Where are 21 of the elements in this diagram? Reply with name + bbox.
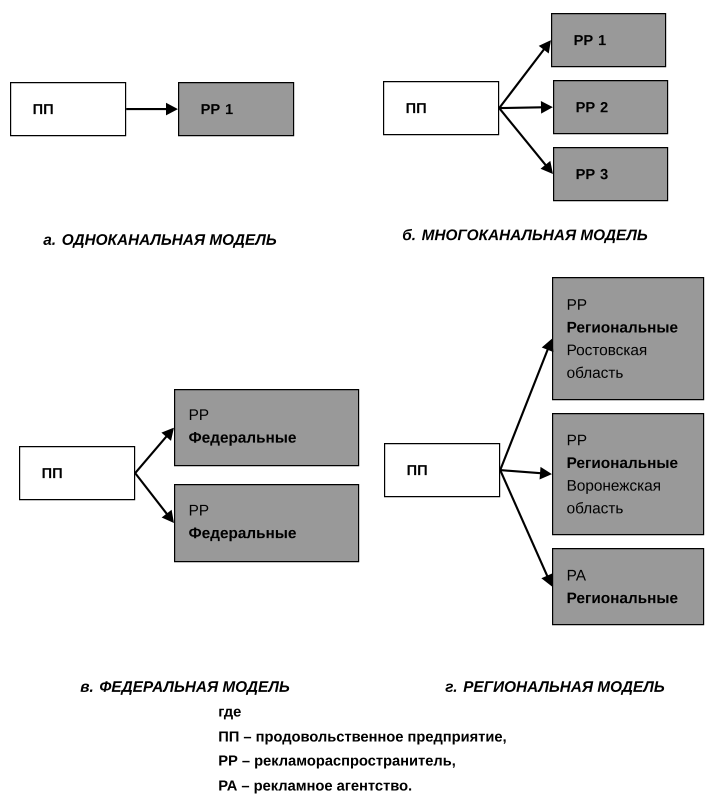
- process-box: РР 3: [553, 147, 668, 202]
- legend-text: где: [219, 708, 241, 720]
- process-box: ПП: [19, 446, 136, 500]
- process-box: РР Региональные Воронежская область: [552, 413, 704, 536]
- process-box: ПП: [383, 81, 500, 136]
- legend-text: РА – рекламное агентство.: [219, 780, 412, 794]
- process-box: ПП: [10, 82, 126, 136]
- process-box: РР Федеральные: [174, 484, 360, 562]
- process-box: РР 1: [178, 82, 294, 136]
- legend-text: РР – рекламораспространитель,: [219, 755, 455, 769]
- process-box: РА Региональные: [552, 548, 704, 626]
- process-box: РР Федеральные: [174, 389, 360, 466]
- caption: б. МНОГОКАНАЛЬНАЯ МОДЕЛЬ: [402, 228, 648, 244]
- caption: а. ОДНОКАНАЛЬНАЯ МОДЕЛЬ: [43, 234, 276, 248]
- process-box: ПП: [384, 443, 500, 498]
- process-box: РР Региональные Ростовская область: [552, 277, 704, 400]
- process-box: РР 2: [553, 80, 668, 134]
- caption: г. РЕГИОНАЛЬНАЯ МОДЕЛЬ: [446, 681, 664, 695]
- legend-text: ПП – продовольственное предприятие,: [219, 731, 506, 745]
- process-box: РР 1: [551, 13, 666, 68]
- caption: в. ФЕДЕРАЛЬНАЯ МОДЕЛЬ: [80, 681, 290, 695]
